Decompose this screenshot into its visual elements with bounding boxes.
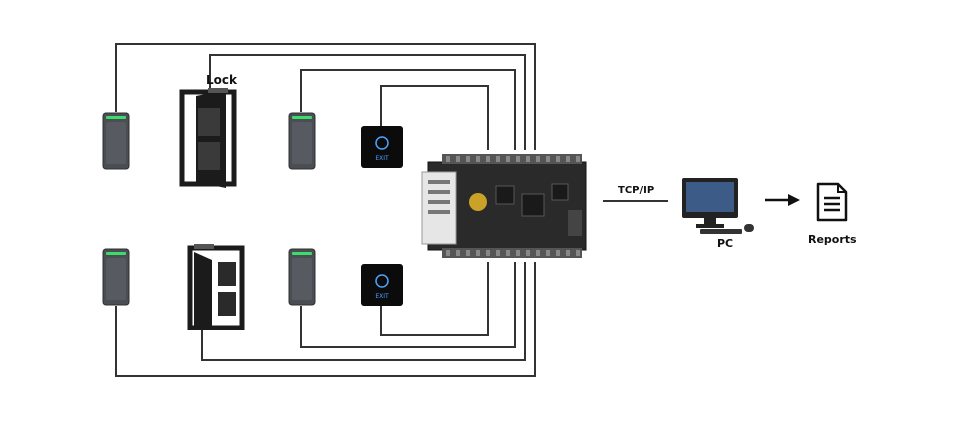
- wire-reader-bottom-left: [115, 262, 536, 377]
- wire-lock-top: [209, 54, 526, 150]
- wire-reader-top-right: [300, 69, 516, 150]
- wire-reader-bottom-right: [300, 262, 516, 348]
- exit-button-icon: EXIT: [361, 264, 403, 310]
- card-reader-icon: [288, 248, 316, 310]
- wire-exit-bottom: [380, 262, 489, 336]
- controller-board-icon: [418, 150, 598, 266]
- exit-button-icon: EXIT: [361, 126, 403, 172]
- lock-label: Lock: [206, 73, 237, 87]
- reports-label: Reports: [808, 233, 857, 246]
- tcp-ip-label: TCP/IP: [618, 185, 655, 196]
- exit-button-label: EXIT: [375, 293, 389, 300]
- arrow-to-reports: [765, 194, 800, 206]
- pc-label: PC: [717, 237, 734, 250]
- card-reader-icon: [102, 112, 130, 174]
- exit-button-label: EXIT: [375, 155, 389, 162]
- wire-reader-top-left: [115, 43, 536, 150]
- report-document-icon: [816, 182, 848, 226]
- door-lock-icon: [186, 244, 246, 334]
- wire-lock-bottom: [201, 262, 526, 361]
- card-reader-icon: [102, 248, 130, 310]
- door-lock-icon: [178, 88, 238, 194]
- card-reader-icon: [288, 112, 316, 174]
- wire-exit-top: [380, 85, 489, 150]
- desktop-pc-icon: [678, 176, 768, 240]
